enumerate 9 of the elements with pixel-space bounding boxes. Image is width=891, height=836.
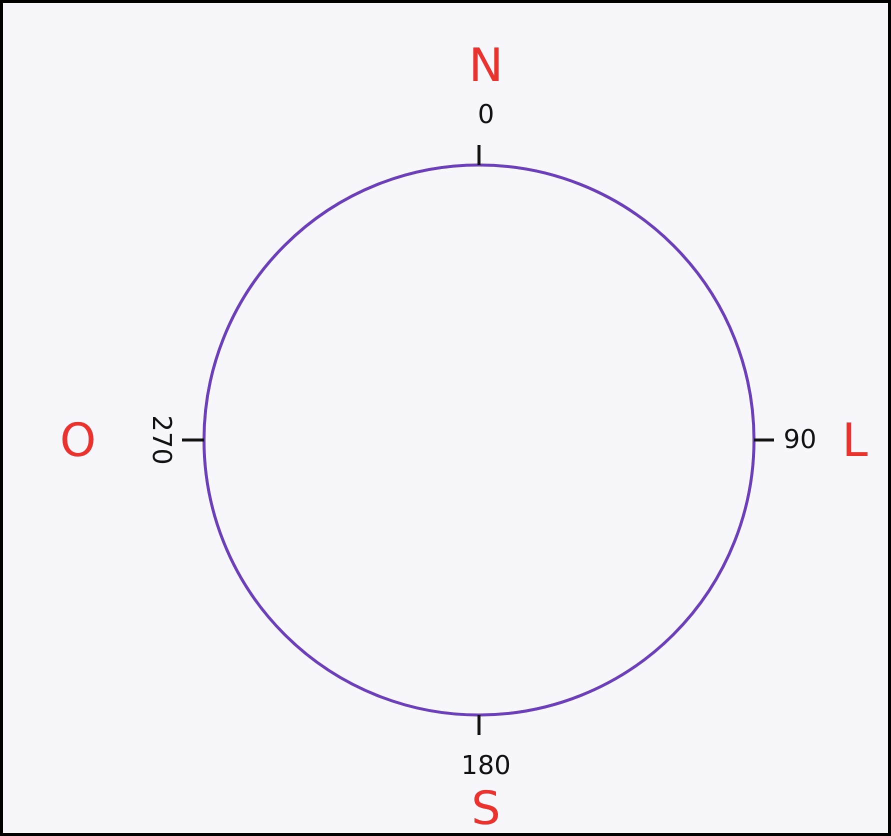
degree-value: 0 [478,102,494,128]
circle [202,164,756,716]
direction-letter: O [60,417,96,463]
direction-letter: N [468,42,504,88]
direction-letter: S [471,785,501,831]
degree-value: 270 [148,415,174,465]
degree-value: 180 [461,753,511,779]
direction-letter: L [842,417,868,463]
degree-value: 90 [783,427,817,453]
